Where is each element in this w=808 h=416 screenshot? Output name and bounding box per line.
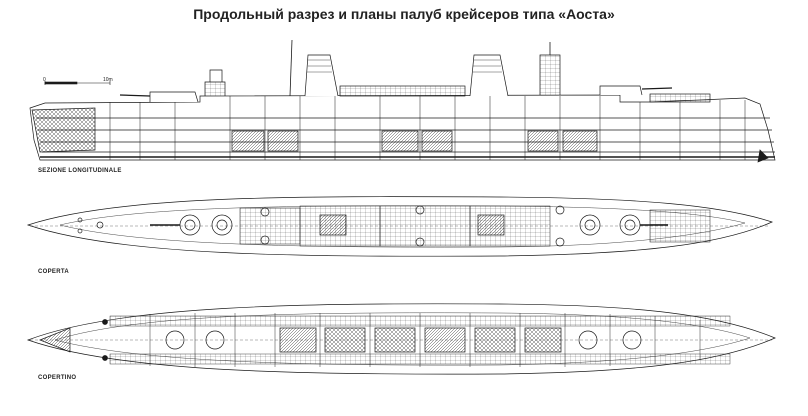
deck-plan [26,196,773,257]
view-label-section: SEZIONE LONGITUDINALE [38,168,122,174]
scale-ten-label: 10m [103,77,113,83]
view-label-lower-deck: COPERTINO [38,375,77,381]
lower-deck-plan [26,303,776,375]
view-label-deck: COPERTA [38,269,69,275]
scale-zero-label: 0 [43,77,46,83]
scale-bar [44,81,111,85]
page-title: Продольный разрез и планы палуб крейсеро… [193,6,615,22]
longitudinal-section [29,39,776,163]
